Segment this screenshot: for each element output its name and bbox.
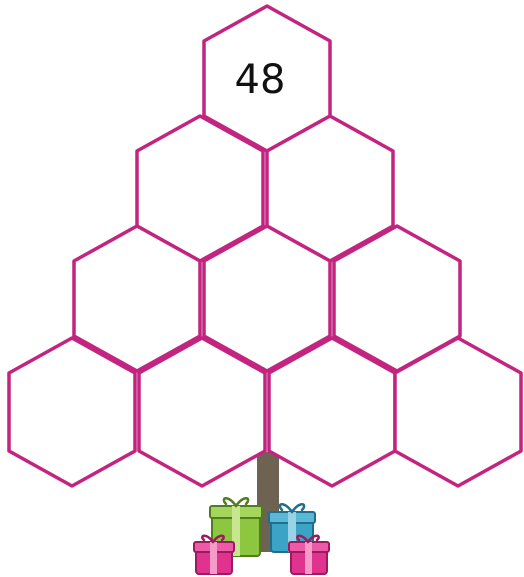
- hex-value-r0-c0: 48: [235, 57, 286, 103]
- gift-icon-pink-right: [289, 536, 329, 574]
- gift-icon-pink-left: [194, 536, 234, 574]
- hexagon-cells: 48: [9, 6, 521, 486]
